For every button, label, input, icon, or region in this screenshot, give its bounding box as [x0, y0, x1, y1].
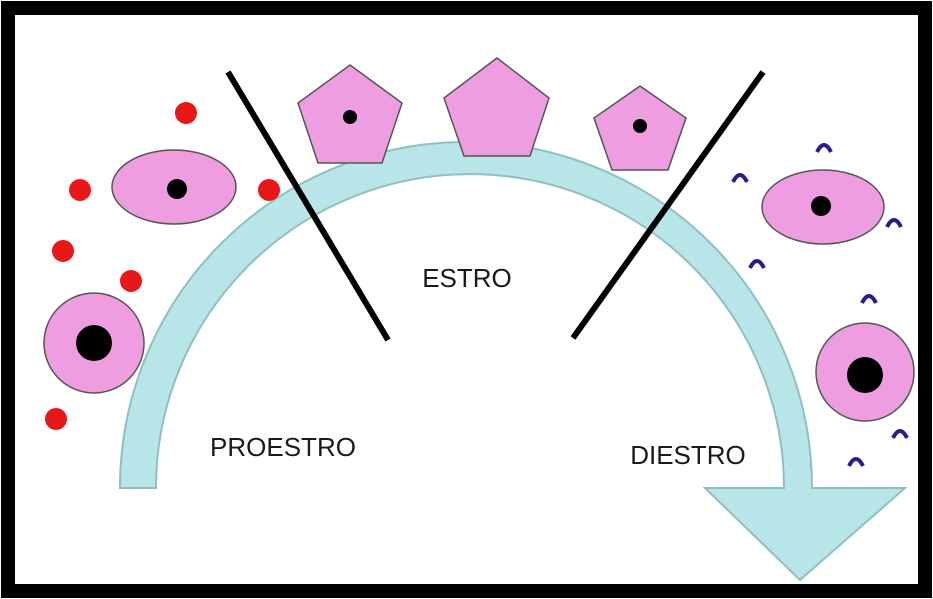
red-blood-cell-icon: [69, 179, 91, 201]
red-blood-cell-icon: [175, 102, 197, 124]
phase-label-proestro: PROESTRO: [210, 432, 356, 462]
red-blood-cell-icon: [52, 240, 74, 262]
phase-label-estro: ESTRO: [422, 263, 512, 293]
cell-nucleus: [847, 357, 883, 393]
phase-label-diestro: DIESTRO: [630, 440, 746, 470]
red-blood-cell-icon: [258, 179, 280, 201]
cell-nucleus: [811, 196, 831, 216]
red-blood-cell-icon: [45, 408, 67, 430]
red-blood-cell-icon: [120, 270, 142, 292]
cell-nucleus: [343, 110, 357, 124]
cell-nucleus: [76, 325, 112, 361]
cell-nucleus: [167, 179, 187, 199]
cell-nucleus: [633, 119, 647, 133]
